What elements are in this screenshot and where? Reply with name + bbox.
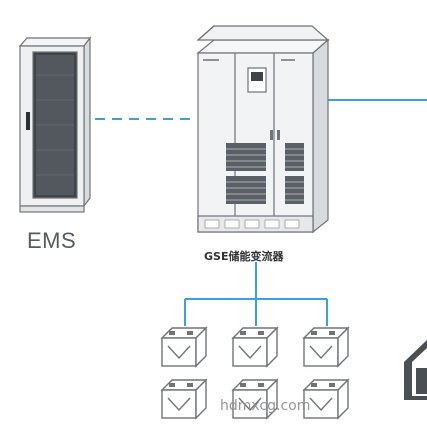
ems-cabinet-icon — [18, 36, 92, 213]
pcs-cabinet-icon — [196, 25, 330, 234]
pcs-label: GSE储能变流器 — [204, 250, 284, 263]
battery-icon — [231, 326, 279, 368]
battery-bank — [160, 326, 350, 420]
watermark-text: hdmxcg.com — [220, 398, 311, 414]
battery-icon — [160, 326, 208, 368]
battery-icon — [160, 378, 208, 420]
battery-icon — [302, 326, 350, 368]
house-icon — [404, 340, 427, 400]
ems-label: EMS — [27, 228, 77, 253]
vent-grills — [226, 143, 304, 204]
battery-icon — [302, 378, 350, 420]
pcs-battery-links — [184, 262, 328, 326]
battery-icon — [231, 378, 279, 420]
